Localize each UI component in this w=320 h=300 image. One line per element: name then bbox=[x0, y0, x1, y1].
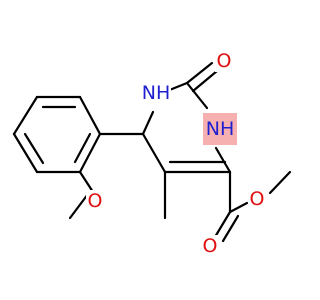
carbonyl-group bbox=[185, 61, 219, 93]
atom-o-ester-carbonyl: O bbox=[201, 235, 219, 257]
bond bbox=[141, 132, 167, 174]
bond bbox=[221, 214, 240, 243]
bond bbox=[141, 110, 155, 136]
atom-o-ester-ether: O bbox=[248, 188, 266, 210]
atom-label-nh-top: NH bbox=[142, 82, 171, 104]
label-background bbox=[141, 80, 171, 106]
atom-highlight bbox=[203, 113, 237, 145]
bond bbox=[185, 61, 214, 85]
bond-double-inner bbox=[73, 132, 92, 164]
label-background bbox=[86, 190, 104, 212]
bond bbox=[185, 81, 209, 110]
bond bbox=[228, 201, 249, 214]
label-background bbox=[215, 50, 233, 72]
atom-label-o-methoxy: O bbox=[88, 190, 103, 212]
molecule-canvas: NH NH O O O O bbox=[12, 50, 292, 257]
bond bbox=[78, 170, 95, 194]
bond bbox=[268, 170, 292, 195]
bond bbox=[214, 146, 232, 174]
bond bbox=[12, 132, 39, 174]
bond bbox=[78, 95, 102, 136]
atom-nh-top: NH bbox=[141, 80, 171, 106]
molecule-structure: NH NH O O O O bbox=[12, 50, 292, 257]
atom-o-carbonyl: O bbox=[215, 50, 233, 72]
label-background bbox=[201, 235, 219, 257]
atom-o-methoxy: O bbox=[86, 190, 104, 212]
bond bbox=[78, 132, 102, 174]
label-background bbox=[248, 188, 266, 210]
atom-nh-right: NH bbox=[203, 113, 237, 145]
atom-label-nh-right: NH bbox=[206, 118, 235, 140]
bond bbox=[12, 95, 39, 136]
atom-label-o-ester-ether: O bbox=[250, 188, 265, 210]
bond bbox=[213, 210, 232, 239]
benzene-ring bbox=[12, 95, 102, 174]
bond bbox=[191, 69, 219, 93]
atom-label-o-ester-carbonyl: O bbox=[203, 235, 218, 257]
bond-double-inner bbox=[23, 132, 45, 165]
pyrimidinone-ring bbox=[141, 81, 232, 174]
atom-label-o-carbonyl: O bbox=[217, 50, 232, 72]
ester-group bbox=[213, 170, 292, 243]
